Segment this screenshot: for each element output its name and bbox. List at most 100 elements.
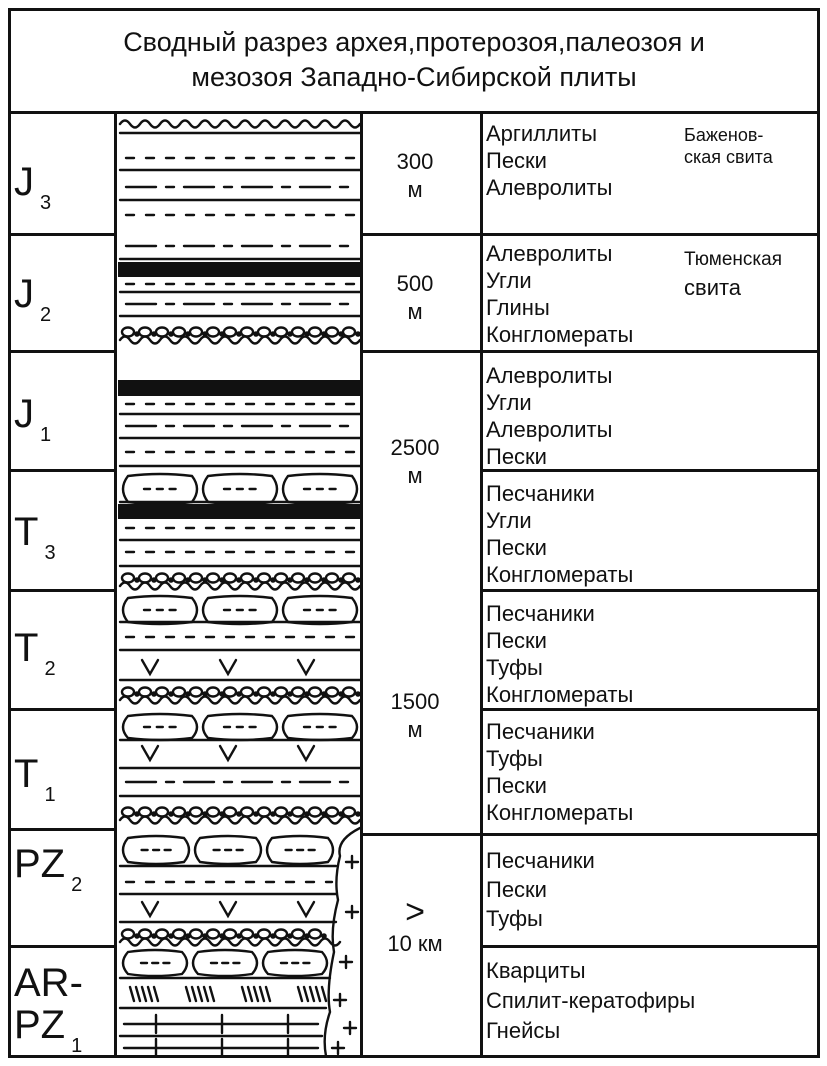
- conglomerate-grain: [321, 933, 327, 939]
- conglomerate-pebble: [273, 572, 289, 584]
- unconformity-wave: [118, 815, 360, 825]
- conglomerate-pebble: [290, 928, 306, 940]
- conglomerate-pebble: [324, 806, 340, 818]
- tuff-symbol: [140, 744, 160, 763]
- conglomerate-pebble: [290, 326, 306, 338]
- unconformity-wave: [118, 695, 360, 705]
- conglomerate-grain: [355, 811, 360, 817]
- tuff-symbol: [296, 744, 316, 763]
- description-divider: [482, 233, 820, 236]
- conglomerate-pebble: [256, 572, 272, 584]
- conglomerate-pebble: [307, 806, 323, 818]
- unconformity-wave: [118, 937, 342, 947]
- conglomerate-pebble: [188, 928, 204, 940]
- conglomerate-grain: [355, 577, 360, 583]
- spilite-hatch: [146, 985, 154, 1003]
- coal-bed: [118, 262, 360, 277]
- diagram-title: Сводный разрез архея,протерозоя,палеозоя…: [8, 8, 820, 114]
- conglomerate-pebble: [137, 928, 153, 940]
- description-divider: [482, 589, 820, 592]
- conglomerate-pebble: [239, 928, 255, 940]
- title-line-2: мезозоя Западно-Сибирской плиты: [191, 61, 637, 92]
- conglomerate-pebble: [273, 806, 289, 818]
- spilite-hatch: [196, 985, 204, 1003]
- spilite-hatch: [202, 985, 210, 1003]
- conglomerate-pebble: [222, 572, 238, 584]
- conglomerate-pebble: [205, 806, 221, 818]
- conglomerate-pebble: [290, 686, 306, 698]
- divider-thickness-column: [480, 114, 483, 1058]
- description-divider: [482, 945, 820, 948]
- age-divider: [8, 945, 116, 948]
- tuff-symbol: [218, 658, 238, 677]
- description-divider: [482, 708, 820, 711]
- conglomerate-pebble: [239, 686, 255, 698]
- spilite-hatch: [320, 985, 328, 1003]
- description-divider: [482, 469, 820, 472]
- conglomerate-pebble: [290, 806, 306, 818]
- conglomerate-pebble: [205, 326, 221, 338]
- conglomerate-pebble: [137, 572, 153, 584]
- conglomerate-pebble: [324, 686, 340, 698]
- conglomerate-pebble: [222, 326, 238, 338]
- conglomerate-pebble: [137, 686, 153, 698]
- spilite-hatch: [252, 985, 260, 1003]
- age-divider: [8, 589, 116, 592]
- spilite-hatch: [184, 985, 192, 1003]
- conglomerate-pebble: [239, 572, 255, 584]
- conglomerate-pebble: [171, 326, 187, 338]
- unconformity-wave: [118, 581, 360, 591]
- unconformity-wave: [118, 119, 360, 129]
- conglomerate-pebble: [256, 326, 272, 338]
- conglomerate-pebble: [307, 326, 323, 338]
- tuff-symbol: [218, 900, 238, 919]
- description-divider: [362, 833, 820, 836]
- conglomerate-pebble: [188, 806, 204, 818]
- conglomerate-pebble: [222, 686, 238, 698]
- conglomerate-pebble: [154, 806, 170, 818]
- sandstone-lens: [121, 712, 199, 742]
- conglomerate-pebble: [341, 326, 357, 338]
- conglomerate-grain: [355, 331, 360, 337]
- conglomerate-pebble: [205, 572, 221, 584]
- spilite-hatch: [208, 985, 216, 1003]
- conglomerate-pebble: [205, 686, 221, 698]
- spilite-hatch: [302, 985, 310, 1003]
- spilite-hatch: [308, 985, 316, 1003]
- conglomerate-pebble: [324, 326, 340, 338]
- diagram-frame: [8, 8, 820, 1058]
- conglomerate-pebble: [137, 806, 153, 818]
- divider-age-column: [114, 114, 117, 1058]
- conglomerate-pebble: [120, 572, 136, 584]
- conglomerate-pebble: [154, 928, 170, 940]
- spilite-hatch: [246, 985, 254, 1003]
- age-divider: [8, 708, 116, 711]
- conglomerate-pebble: [188, 572, 204, 584]
- tuff-symbol: [296, 900, 316, 919]
- conglomerate-pebble: [307, 572, 323, 584]
- spilite-hatch: [314, 985, 322, 1003]
- conglomerate-pebble: [341, 572, 357, 584]
- thickness-divider: [362, 350, 482, 353]
- sandstone-lens: [261, 948, 329, 978]
- conglomerate-pebble: [222, 928, 238, 940]
- conglomerate-pebble: [256, 806, 272, 818]
- description-divider: [482, 350, 820, 353]
- spilite-hatch: [258, 985, 266, 1003]
- suite-label-bazhenov: Баженов-ская свита: [684, 125, 773, 167]
- sandstone-lens: [201, 712, 279, 742]
